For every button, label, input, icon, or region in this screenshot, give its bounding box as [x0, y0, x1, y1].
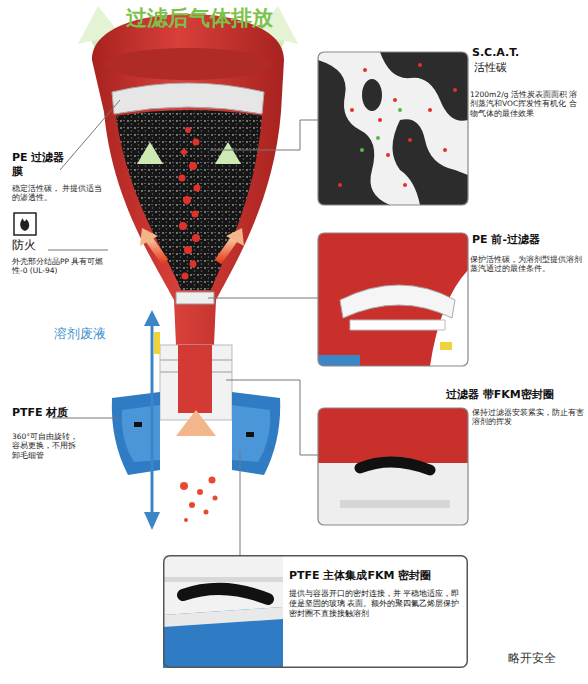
watermark: 略开安全 [508, 651, 556, 666]
panel-note: 提供与容器开口的密封连接，并 平稳地适应，即使是坚固的玻璃 表面。额外的聚四氟乙… [289, 589, 460, 618]
part-name: 防火 [12, 238, 36, 253]
panel-heading: PTFE 主体集成FKM 密封圈 [289, 569, 460, 583]
part-name: 过滤器 带FKM密封圈 [446, 388, 554, 402]
part-note: 1200m2/g 活性炭表面面积 溶剂蒸汽和VOC挥发性有机化 合物气体的最佳效… [470, 90, 584, 118]
part-note: 稳定活性碳， 并提供适当的渗透性。 [12, 184, 104, 203]
exhaust-title: 过滤后气体排放 [126, 5, 273, 31]
part-name: PTFE 材质 [12, 406, 68, 420]
part-note: 保持过滤器安装紧实，防止有害 溶剂的挥发 [472, 408, 584, 427]
part-note: 外壳部分结晶PP 具有可燃性-0 (UL-94) [12, 257, 108, 276]
flow-label: 溶剂废液 [54, 326, 106, 342]
part-note: 360°可自由旋转， 容易更换，不用拆 卸毛细管 [12, 432, 82, 460]
part-note: 保护活性碳，为溶剂型提供溶剂 蒸汽通过的最佳条件。 [470, 255, 584, 274]
part-name: PE 前-过滤器 [472, 233, 540, 247]
part-name: PE 过滤器 膜 [12, 151, 74, 179]
seal-inset-panel: PTFE 主体集成FKM 密封圈提供与容器开口的密封连接，并 平稳地适应，即使是… [163, 555, 468, 668]
part-name: S.C.A.T. [472, 46, 519, 60]
part-name: 活性碳 [474, 61, 507, 75]
